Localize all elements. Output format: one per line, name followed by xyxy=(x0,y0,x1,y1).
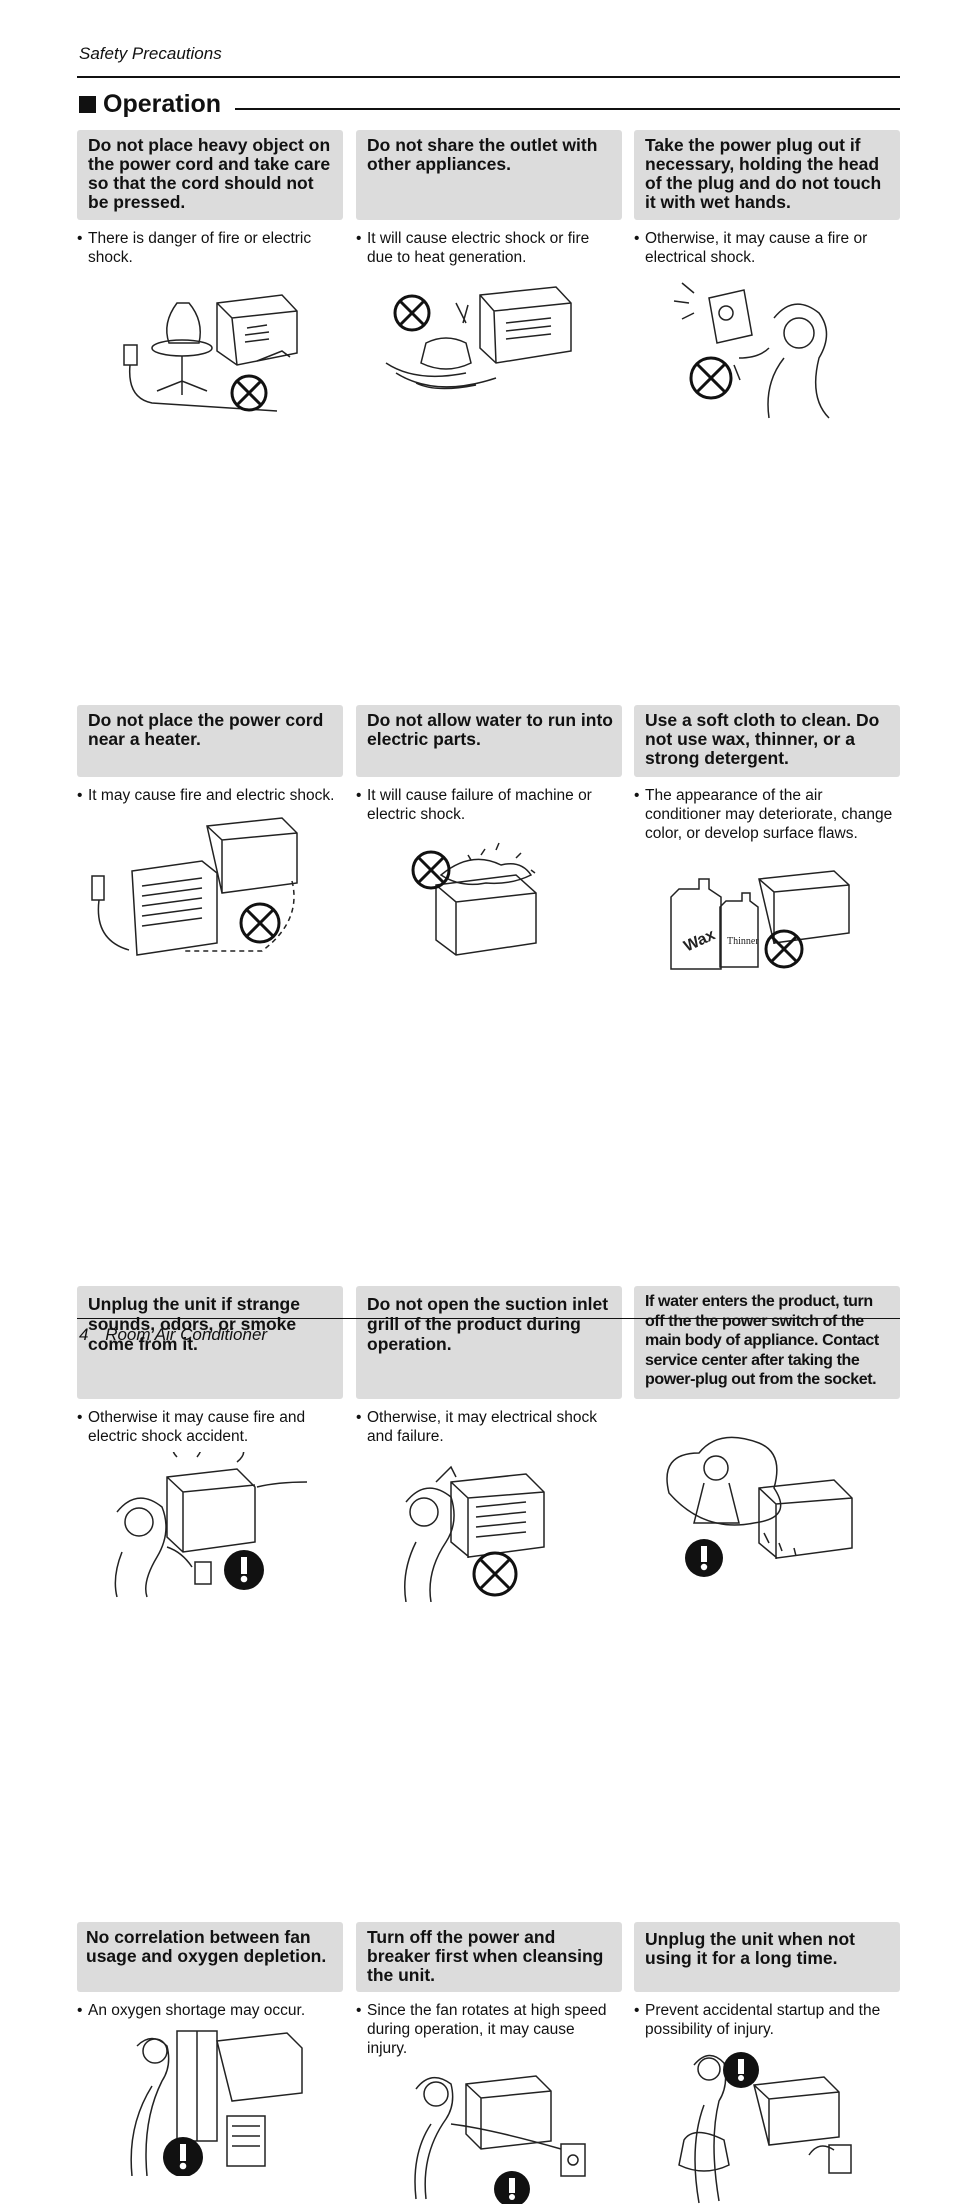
precaution-note-text: Otherwise, it may electrical shock and f… xyxy=(367,1409,597,1445)
wax-label: Wax xyxy=(681,926,718,955)
precaution-card: Do not open the suction inlet grill of t… xyxy=(356,1286,622,1602)
bullet-icon: • xyxy=(634,787,640,804)
bullet-icon: • xyxy=(634,2002,640,2019)
precaution-card: If water enters the product, turn off th… xyxy=(634,1286,900,1583)
precaution-heading: Do not open the suction inlet grill of t… xyxy=(356,1286,622,1399)
bullet-icon: • xyxy=(77,787,83,804)
precaution-heading: No correlation between fan usage and oxy… xyxy=(77,1922,343,1992)
mandatory-icon xyxy=(163,2137,203,2176)
precaution-heading: Unplug the unit if strange sounds, odors… xyxy=(77,1286,343,1399)
precaution-note: • The appearance of the air conditioner … xyxy=(634,786,900,843)
illustration-shared-outlet xyxy=(356,273,622,423)
precaution-card: Unplug the unit if strange sounds, odors… xyxy=(77,1286,343,1602)
precaution-heading: Take the power plug out if necessary, ho… xyxy=(634,130,900,220)
precaution-note-text: Otherwise it may cause fire and electric… xyxy=(88,1409,306,1445)
precaution-note: • Otherwise, it may cause a fire or elec… xyxy=(634,229,900,267)
precaution-note: • Otherwise it may cause fire and electr… xyxy=(77,1408,343,1446)
precaution-note-text: It will cause electric shock or fire due… xyxy=(367,230,590,266)
precaution-note-text: It may cause fire and electric shock. xyxy=(88,787,335,804)
prohibited-icon xyxy=(393,294,431,332)
prohibited-icon xyxy=(764,929,804,969)
precaution-note: • Since the fan rotates at high speed du… xyxy=(356,2001,622,2058)
prohibited-icon xyxy=(411,850,451,890)
precaution-card: Do not place the power cord near a heate… xyxy=(77,705,343,961)
illustration-wet-hands-plug xyxy=(634,273,900,423)
precaution-note: • It will cause electric shock or fire d… xyxy=(356,229,622,267)
precaution-row: Unplug the unit if strange sounds, odors… xyxy=(77,1286,900,1602)
precaution-note-text: Prevent accidental startup and the possi… xyxy=(645,2002,881,2038)
precaution-note-text: It will cause failure of machine or elec… xyxy=(367,787,592,823)
precaution-note: • It will cause failure of machine or el… xyxy=(356,786,622,824)
section-rule xyxy=(235,108,900,110)
precaution-heading: Do not allow water to run into electric … xyxy=(356,705,622,777)
mandatory-icon xyxy=(685,1539,723,1577)
illustration-water-call-service xyxy=(634,1433,900,1583)
precaution-heading: If water enters the product, turn off th… xyxy=(634,1286,900,1399)
illustration-water-on-unit xyxy=(356,830,622,980)
illustration-turn-off-breaker xyxy=(356,2064,622,2204)
illustration-chair-on-cord xyxy=(77,273,343,423)
illustration-cleaning-agents: Wax Thinner xyxy=(634,849,900,979)
running-title: Safety Precautions xyxy=(79,44,222,63)
precaution-card: Do not allow water to run into electric … xyxy=(356,705,622,980)
bullet-icon: • xyxy=(356,230,362,247)
bullet-icon: • xyxy=(77,230,83,247)
precaution-note xyxy=(634,1408,900,1427)
bullet-icon: • xyxy=(356,1409,362,1426)
illustration-unplug-smoke xyxy=(77,1452,343,1602)
bullet-icon: • xyxy=(356,2002,362,2019)
bullet-icon: • xyxy=(77,1409,83,1426)
prohibited-icon xyxy=(472,1551,518,1597)
precaution-note: • An oxygen shortage may occur. xyxy=(77,2001,343,2020)
bullet-icon: • xyxy=(77,2002,83,2019)
footer-rule xyxy=(77,1318,900,1319)
precaution-card: Unplug the unit when not using it for a … xyxy=(634,1922,900,2205)
precaution-note-text: The appearance of the air conditioner ma… xyxy=(645,787,893,842)
precaution-heading: Use a soft cloth to clean. Do not use wa… xyxy=(634,705,900,777)
document-title: Room Air Conditioner xyxy=(105,1325,268,1344)
thinner-label: Thinner xyxy=(727,936,759,947)
page-number: 4 xyxy=(79,1325,89,1344)
precautions-grid: Do not place heavy object on the power c… xyxy=(77,130,900,2204)
precaution-note-text: An oxygen shortage may occur. xyxy=(88,2002,306,2019)
precaution-row: Do not place heavy object on the power c… xyxy=(77,130,900,419)
illustration-cord-near-heater xyxy=(77,811,343,961)
mandatory-icon xyxy=(723,2052,759,2088)
illustration-fan-oxygen xyxy=(77,2026,343,2176)
precaution-heading: Unplug the unit when not using it for a … xyxy=(634,1922,900,1992)
page-footer: 4 Room Air Conditioner xyxy=(79,1325,267,1345)
precaution-card: Take the power plug out if necessary, ho… xyxy=(634,130,900,423)
mandatory-icon xyxy=(224,1550,264,1590)
precaution-note: • Otherwise, it may electrical shock and… xyxy=(356,1408,622,1446)
precaution-heading: Turn off the power and breaker first whe… xyxy=(356,1922,622,1992)
mandatory-icon xyxy=(494,2171,530,2204)
precaution-note: • There is danger of fire or electric sh… xyxy=(77,229,343,267)
bullet-icon: • xyxy=(634,230,640,247)
precaution-card: Turn off the power and breaker first whe… xyxy=(356,1922,622,2204)
precaution-heading: Do not share the outlet with other appli… xyxy=(356,130,622,220)
prohibited-icon xyxy=(239,902,281,944)
precaution-heading: Do not place the power cord near a heate… xyxy=(77,705,343,777)
precaution-note: • It may cause fire and electric shock. xyxy=(77,786,343,805)
section-title: Operation xyxy=(103,90,222,118)
precaution-note-text: Otherwise, it may cause a fire or electr… xyxy=(645,230,868,266)
header-rule xyxy=(77,76,900,78)
precaution-heading: Do not place heavy object on the power c… xyxy=(77,130,343,220)
precaution-note: • Prevent accidental startup and the pos… xyxy=(634,2001,900,2039)
section-heading: Operation xyxy=(79,90,221,119)
section-marker-icon xyxy=(79,96,96,113)
precaution-note-text: There is danger of fire or electric shoc… xyxy=(88,230,312,266)
illustration-long-absence-unplug xyxy=(634,2045,900,2205)
precaution-card: Do not place heavy object on the power c… xyxy=(77,130,343,423)
precaution-card: Use a soft cloth to clean. Do not use wa… xyxy=(634,705,900,979)
precaution-card: Do not share the outlet with other appli… xyxy=(356,130,622,423)
precaution-row: No correlation between fan usage and oxy… xyxy=(77,1922,900,2205)
prohibited-icon xyxy=(689,356,733,400)
illustration-suction-grill xyxy=(356,1452,622,1602)
precaution-row: Do not place the power cord near a heate… xyxy=(77,705,900,990)
prohibited-icon xyxy=(230,374,268,412)
precaution-note-text: Since the fan rotates at high speed duri… xyxy=(367,2002,607,2057)
precaution-card: No correlation between fan usage and oxy… xyxy=(77,1922,343,2176)
bullet-icon: • xyxy=(356,787,362,804)
